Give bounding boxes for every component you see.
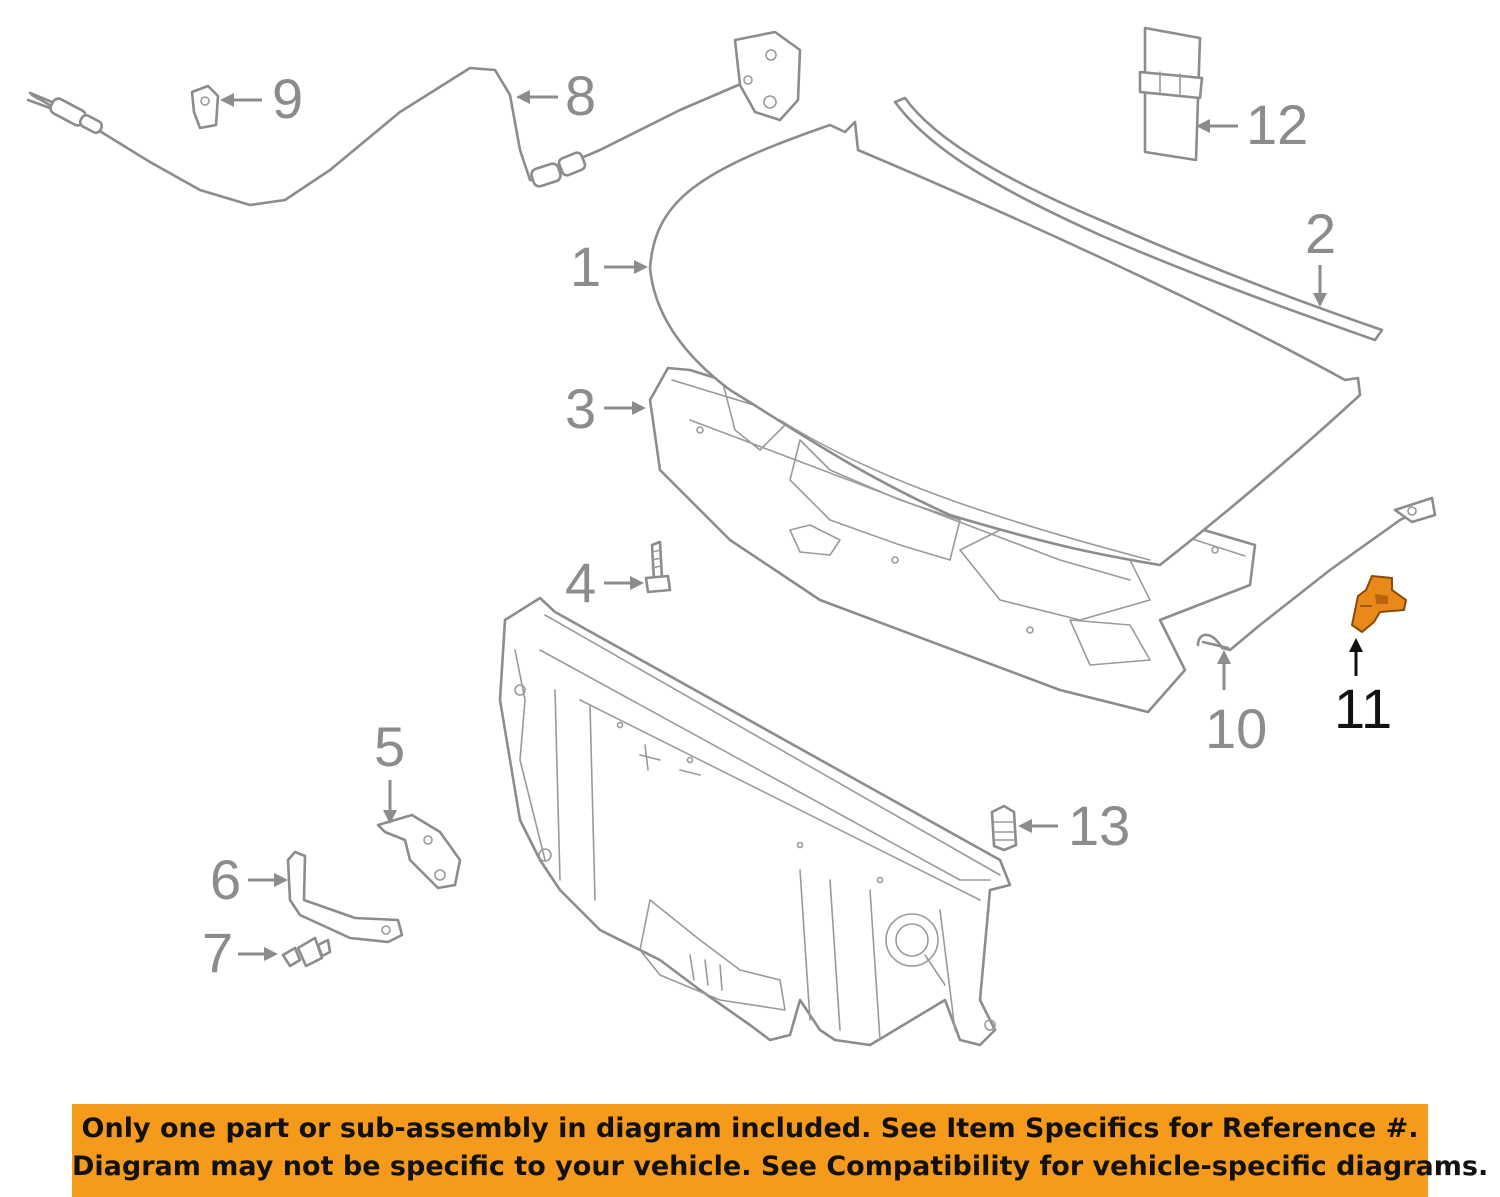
part-1-hood	[648, 120, 1362, 567]
part-11-prop-rod-clip	[1351, 575, 1407, 633]
callout-3: 3	[565, 377, 596, 440]
part-5-latch-bracket	[376, 813, 462, 890]
callout-1: 1	[570, 235, 601, 298]
part-7-push-pin	[281, 936, 332, 968]
callout-11: 11	[1334, 677, 1392, 740]
callout-6: 6	[210, 848, 241, 911]
callout-10: 10	[1205, 697, 1267, 760]
part-6-support	[286, 850, 404, 944]
callout-5: 5	[374, 715, 405, 778]
part-8-release-cable	[26, 30, 802, 207]
callout-13: 13	[1068, 794, 1130, 857]
disclaimer-banner: Only one part or sub-assembly in diagram…	[72, 1104, 1489, 1197]
callout-7: 7	[202, 921, 233, 984]
callout-8: 8	[565, 64, 596, 127]
part-13-bumper	[990, 804, 1018, 852]
part-4-bolt	[644, 540, 672, 594]
part-2-weatherstrip	[893, 96, 1384, 342]
callout-2: 2	[1305, 202, 1336, 265]
part-12-hood-hinge	[1138, 26, 1204, 162]
part-9-clip	[190, 84, 220, 130]
disclaimer-line-2: Diagram may not be specific to your vehi…	[72, 1151, 1489, 1182]
callout-4: 4	[565, 551, 596, 614]
disclaimer-line-1: Only one part or sub-assembly in diagram…	[81, 1113, 1419, 1144]
radiator-support	[498, 596, 1012, 1047]
callout-9: 9	[272, 67, 303, 130]
part-10-prop-rod	[1196, 496, 1437, 652]
callout-labels: 9 8 12 2 1 3 4 5 6 7 13 10 11	[202, 64, 1392, 984]
callout-12: 12	[1246, 93, 1308, 156]
callout-arrows	[220, 90, 1363, 961]
